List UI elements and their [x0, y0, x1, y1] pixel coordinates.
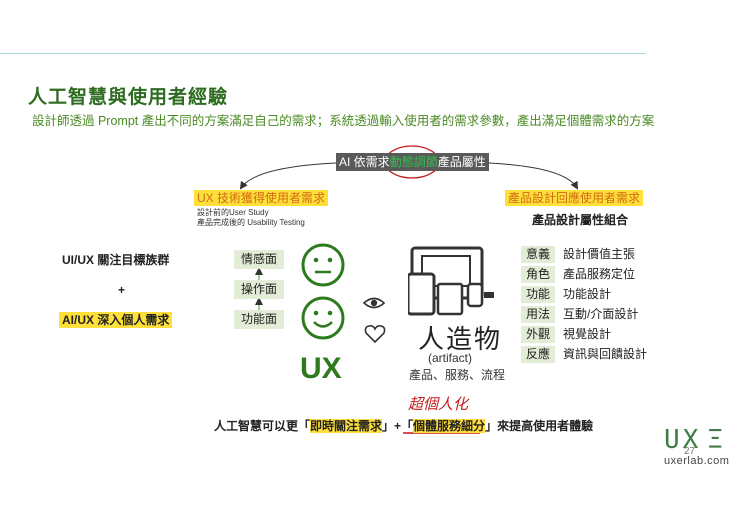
left-branch-note1: 設計前的User Study — [197, 208, 269, 217]
conclusion-prefix: 人工智慧可以更「 — [214, 419, 311, 433]
attribute-value: 產品服務定位 — [563, 267, 636, 281]
arc-arrow-left — [239, 162, 337, 190]
top-banner: AI 依需求動態調節產品屬性 — [336, 153, 489, 171]
banner-part3: 產品屬性 — [437, 155, 486, 169]
attribute-key: 用法 — [521, 306, 555, 323]
page-number: 27 — [684, 446, 696, 457]
right-branch-heading: 產品設計回應使用者需求 — [505, 190, 644, 206]
conclusion-line: 人工智慧可以更「即時關注需求」+「個體服務細分」來提高使用者體驗 — [214, 417, 593, 434]
attribute-row: 用法 互動/介面設計 — [521, 306, 647, 323]
attribute-row: 功能 功能設計 — [521, 286, 647, 303]
attribute-value: 資訊與回饋設計 — [563, 347, 648, 361]
artifact-sub: (artifact) — [428, 351, 473, 365]
conclusion-highlight2: 個體服務細分 — [413, 419, 486, 433]
slide-title: 人工智慧與使用者經驗 — [28, 87, 229, 108]
attribute-value: 視覺設計 — [563, 327, 612, 341]
focus-line2: AI/UX 深入個人需求 — [59, 312, 173, 328]
artifact-main: 人造物 — [418, 324, 503, 354]
left-branch-note2: 產品完成後的 Usability Testing — [197, 218, 305, 227]
conclusion-suffix: 」來提高使用者體驗 — [485, 419, 594, 433]
attribute-value: 互動/介面設計 — [563, 307, 639, 321]
left-branch-heading: UX 技術獲得使用者需求 — [194, 190, 329, 206]
attribute-key: 意義 — [521, 246, 555, 263]
logo-url: uxerlab.com — [664, 455, 730, 467]
layer-operation: 操作面 — [234, 280, 284, 299]
top-divider — [0, 53, 646, 54]
attribute-key: 角色 — [521, 266, 555, 283]
neutral-face-icon — [301, 243, 345, 287]
focus-plus: + — [118, 283, 126, 297]
layer-function: 功能面 — [234, 310, 284, 329]
layer-emotion: 情感面 — [234, 250, 284, 269]
right-branch-subheading: 產品設計屬性組合 — [532, 213, 629, 227]
attribute-key: 功能 — [521, 286, 555, 303]
attribute-value: 設計價值主張 — [563, 247, 636, 261]
slide-subtitle: 設計師透過 Prompt 產出不同的方案滿足自己的需求；系統透過輸入使用者的需求… — [32, 114, 655, 128]
attribute-value: 功能設計 — [563, 287, 612, 301]
attribute-key: 反應 — [521, 346, 555, 363]
heart-icon — [364, 325, 386, 344]
conclusion-middle: 」+「 — [382, 419, 414, 433]
artifact-detail: 產品、服務、流程 — [409, 368, 506, 382]
attribute-row: 意義 設計價值主張 — [521, 246, 647, 263]
devices-icon — [408, 246, 494, 316]
attribute-row: 反應 資訊與回饋設計 — [521, 346, 647, 363]
attribute-row: 角色 產品服務定位 — [521, 266, 647, 283]
arc-arrow-right — [488, 162, 578, 190]
attribute-list: 意義 設計價值主張 角色 產品服務定位 功能 功能設計 用法 互動/介面設計 外… — [521, 246, 647, 363]
smile-face-icon — [301, 296, 345, 340]
conclusion-highlight1: 即時關注需求 — [310, 419, 383, 433]
attribute-key: 外觀 — [521, 326, 555, 343]
banner-part2: 動態調節 — [389, 155, 438, 169]
banner-part1: AI 依需求 — [339, 155, 390, 169]
ux-label: UX — [300, 352, 342, 385]
handwritten-annotation: 超個人化 — [408, 395, 469, 413]
attribute-row: 外觀 視覺設計 — [521, 326, 647, 343]
eye-icon — [362, 297, 386, 309]
focus-line1: UI/UX 關注目標族群 — [62, 253, 170, 267]
